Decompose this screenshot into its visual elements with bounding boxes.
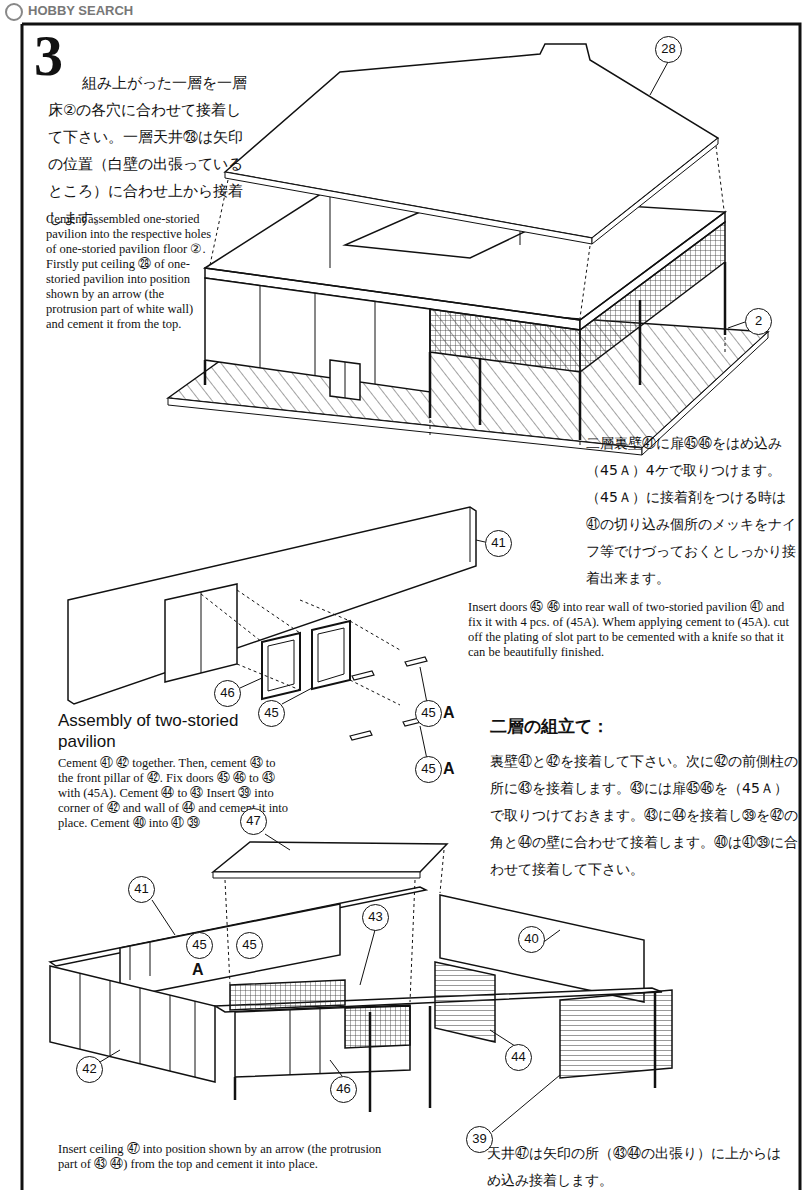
- callout-number: 45: [236, 932, 263, 959]
- callout-number: 46: [330, 1076, 357, 1103]
- callout-number: 28: [655, 36, 682, 63]
- instruction-text-ja: 組み上がった一層を一層床②の各穴に合わせて接着して下さい。一層天井㉘は矢印の位置…: [48, 70, 253, 232]
- instruction-text-ja: 天井㊼は矢印の所（㊸㊹の出張り）に上からはめ込み接着します。: [487, 1140, 787, 1194]
- callout-suffix: A: [443, 759, 459, 779]
- callout-number: 45: [415, 700, 442, 727]
- callout-suffix: A: [443, 703, 459, 723]
- callout-number: 45: [415, 756, 442, 783]
- callout-number: 40: [518, 926, 545, 953]
- callout-number: 43: [362, 904, 389, 931]
- callout-number: 45: [258, 700, 285, 727]
- section-heading: Assembly of two-storied pavilion: [58, 710, 278, 752]
- callout-number: 46: [214, 680, 241, 707]
- callout-number: 44: [505, 1044, 532, 1071]
- callout-number: 42: [76, 1056, 103, 1083]
- instruction-text-ja: 二層裏壁㊶に扉㊺㊻をはめ込み（45Ａ）4ケで取りつけます。（45Ａ）に接着剤をつ…: [586, 430, 798, 592]
- instruction-text-en: Insert doors ㊺ ㊻ into rear wall of two-s…: [468, 600, 798, 660]
- instruction-text-en: Cement assembled one-storied pavilion in…: [46, 212, 214, 332]
- callout-number: 41: [128, 876, 155, 903]
- instruction-text-en: Insert ceiling ㊼ into position shown by …: [58, 1142, 398, 1172]
- callout-number: 41: [485, 530, 512, 557]
- section-heading: 二層の組立て：: [490, 714, 690, 738]
- watermark: HOBBY SEARCH: [28, 3, 168, 19]
- callout-number: 45: [186, 932, 213, 959]
- callout-suffix: A: [192, 960, 208, 980]
- step-number: 3: [34, 26, 78, 86]
- callout-number: 2: [745, 308, 772, 335]
- instruction-text-ja: 裏壁㊶と㊷を接着して下さい。次に㊷の前側柱の所に㊸を接着します。㊸には扉㊺㊻を（…: [490, 748, 798, 883]
- callout-number: 47: [240, 808, 267, 835]
